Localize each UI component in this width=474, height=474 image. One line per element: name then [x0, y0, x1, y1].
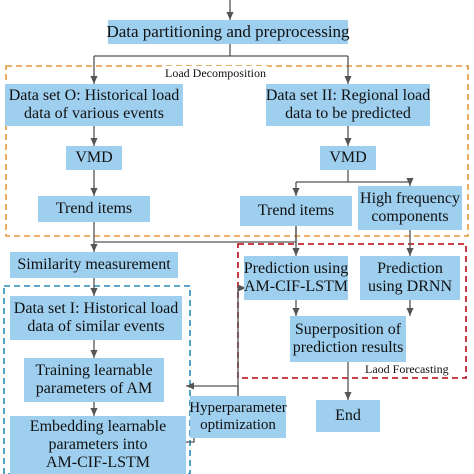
- embedding-line-1: Embedding learnable: [29, 418, 167, 436]
- training-am-line-1: Training learnable: [35, 362, 153, 380]
- trend-items-left-box: Trend items: [38, 196, 150, 222]
- dataset-ii-line-2: data to be predicted: [285, 105, 411, 122]
- hyperparameter-optimization-box: Hyperparameter optimization: [189, 396, 287, 438]
- training-am-box: Training learnable parameters of AM: [24, 358, 164, 402]
- prediction-drnn-line-2: using DRNN: [367, 278, 452, 295]
- embedding-box: Embedding learnable parameters into AM-C…: [10, 416, 186, 474]
- dataset-ii-box: Data set II: Regional load data to be pr…: [266, 84, 430, 126]
- prediction-drnn-line-1: Prediction: [377, 260, 443, 278]
- arrow-trend-right-to-merge: [94, 226, 297, 243]
- dataset-o-box: Data set O: Historical load data of vari…: [5, 84, 183, 126]
- prediction-amcif-line-1: Prediction using: [243, 260, 349, 278]
- embedding-line-2: parameters into: [48, 436, 148, 454]
- dataset-o-line-1: Data set O: Historical load: [8, 87, 180, 105]
- dataset-i-line-1: Data set I: Historical load: [13, 300, 179, 318]
- training-am-line-2: parameters of AM: [35, 380, 153, 397]
- vmd-right-box: VMD: [320, 146, 376, 170]
- load-forecasting-region: [237, 243, 467, 379]
- prediction-amcif-lstm-box: Prediction using AM-CIF-LSTM: [244, 256, 348, 300]
- embedding-line-3: AM-CIF-LSTM: [45, 453, 150, 471]
- vmd-left-box: VMD: [66, 146, 122, 170]
- hyperparameter-line-1: Hyperparameter: [189, 400, 287, 417]
- prediction-amcif-line-2: AM-CIF-LSTM: [244, 278, 349, 295]
- superposition-line-1: Superposition of: [294, 321, 402, 339]
- dataset-i-box: Data set I: Historical load data of simi…: [10, 296, 182, 340]
- hyperparameter-line-2: optimization: [200, 417, 276, 433]
- dataset-ii-line-1: Data set II: Regional load: [265, 87, 431, 105]
- high-frequency-box: High frequency components: [358, 186, 462, 230]
- similarity-measurement-box: Similarity measurement: [10, 252, 178, 278]
- load-forecasting-label: Laod Forecasting: [363, 362, 451, 376]
- superposition-box: Superposition of prediction results: [290, 316, 406, 362]
- dataset-o-line-2: data of various events: [24, 105, 164, 122]
- trend-items-right-box: Trend items: [240, 196, 352, 226]
- end-box: End: [316, 400, 380, 432]
- arrow-hyperparam-to-training: [186, 382, 239, 396]
- superposition-line-2: prediction results: [292, 339, 404, 356]
- prediction-drnn-box: Prediction using DRNN: [360, 256, 460, 300]
- dataset-i-line-2: data of similar events: [27, 318, 165, 335]
- data-partitioning-box: Data partitioning and preprocessing: [106, 20, 350, 44]
- high-frequency-line-2: components: [371, 208, 449, 225]
- similar-events-region: [3, 285, 191, 474]
- load-decomposition-label: Load Decomposition: [163, 66, 268, 80]
- high-frequency-line-1: High frequency: [360, 190, 460, 208]
- arrow-hyperparam-to-prediction: [237, 284, 246, 396]
